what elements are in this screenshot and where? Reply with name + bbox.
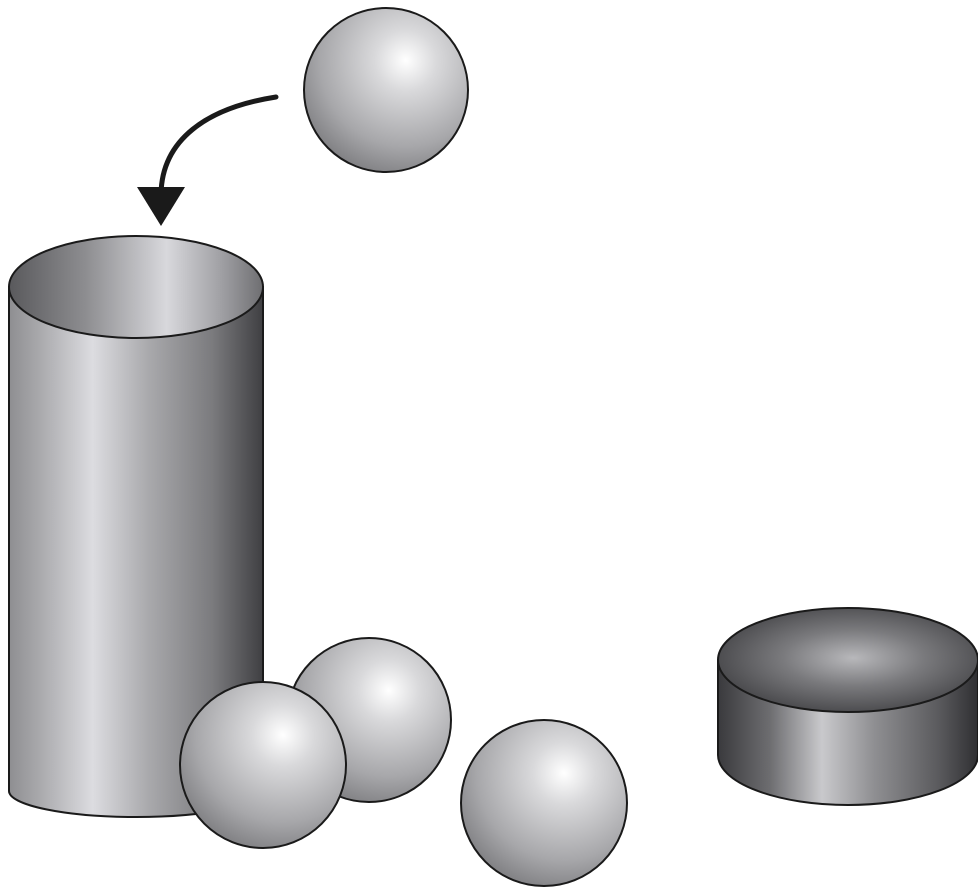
curved-arrow-icon [137, 94, 279, 226]
ground-ball-right [460, 719, 628, 887]
dish-opening [717, 607, 978, 713]
ground-ball-front [179, 681, 347, 849]
tall-cylinder [8, 235, 264, 818]
cylinder-opening [8, 235, 264, 339]
short-dish [717, 607, 978, 806]
falling-ball [303, 7, 469, 173]
